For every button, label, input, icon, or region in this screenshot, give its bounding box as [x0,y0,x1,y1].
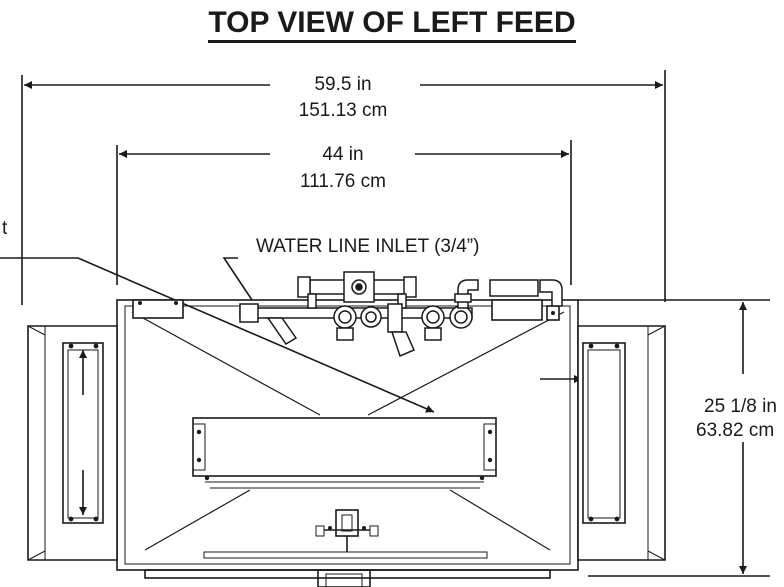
bolt [487,429,493,435]
overall-width-metric: 151.13 cm [283,100,403,122]
brace-tl [131,311,321,416]
bolt [588,343,594,349]
bolt [93,516,99,522]
overall-width-imperial: 59.5 in [283,74,403,96]
bottom-stub-inner [325,573,363,587]
bolt [138,301,142,305]
bolt [68,343,74,349]
cut-label: t [2,218,8,239]
bolt [328,526,332,530]
brace-tr [367,311,565,416]
drain-valve-cap [341,514,353,532]
bolt [614,516,620,522]
bolt [551,311,555,315]
bolt [614,343,620,349]
brace-br [449,489,551,551]
tank [192,417,497,477]
drain-base [203,551,488,559]
elbow-right-2 [539,279,563,307]
ring-3-in [426,310,440,324]
brace-bl [144,489,251,551]
elbow-nut [454,293,472,303]
valve-nut-left [297,276,311,298]
manifold-cap-left [239,303,259,323]
right-element-inner [587,349,621,519]
bolt [487,457,493,463]
bolt [196,429,202,435]
depth-imperial: 25 1/8 in [704,396,784,418]
riser-left [307,293,317,309]
page-title: TOP VIEW OF LEFT FEED [0,6,784,43]
bolt [479,475,485,481]
bolt [196,457,202,463]
bolt [93,343,99,349]
union-right [489,279,539,297]
inner-width-metric: 111.76 cm [283,171,403,193]
bolt [204,475,210,481]
bracket-top-right [491,299,543,321]
tank-end-right [483,423,497,471]
side-panel-right-d1 [647,325,666,336]
side-panel-right-d2 [647,550,666,561]
water-inlet-leader [222,257,253,301]
ring-4-in [454,310,468,324]
water-manifold [239,271,563,358]
drain-pipe-l [315,525,325,537]
right-element [582,342,626,524]
water-inlet-label: WATER LINE INLET (3/4”) [256,236,480,258]
cut-leader-line [77,257,435,413]
ring-2-in [365,311,377,323]
drop-3 [424,327,442,341]
bolt [68,516,74,522]
strainer-center [390,331,415,358]
drop-1 [336,327,354,341]
bolt [588,516,594,522]
solenoid-valve-body [343,271,375,303]
strainer-left [266,317,298,346]
bolt [362,526,366,530]
ring-1-in [338,310,352,324]
bracket-top-left [132,299,184,319]
bottom-stub [317,569,371,587]
side-panel-left-d2 [27,550,46,561]
tank-end-left [192,423,206,471]
inner-width-imperial: 44 in [283,144,403,166]
tee-center [387,303,403,333]
solenoid-valve-core [355,283,363,291]
depth-metric: 63.82 cm [696,420,784,442]
drain-pipe-r [369,525,379,537]
bolt [174,301,178,305]
side-panel-left-d1 [27,325,46,336]
valve-nut-right [403,276,417,298]
